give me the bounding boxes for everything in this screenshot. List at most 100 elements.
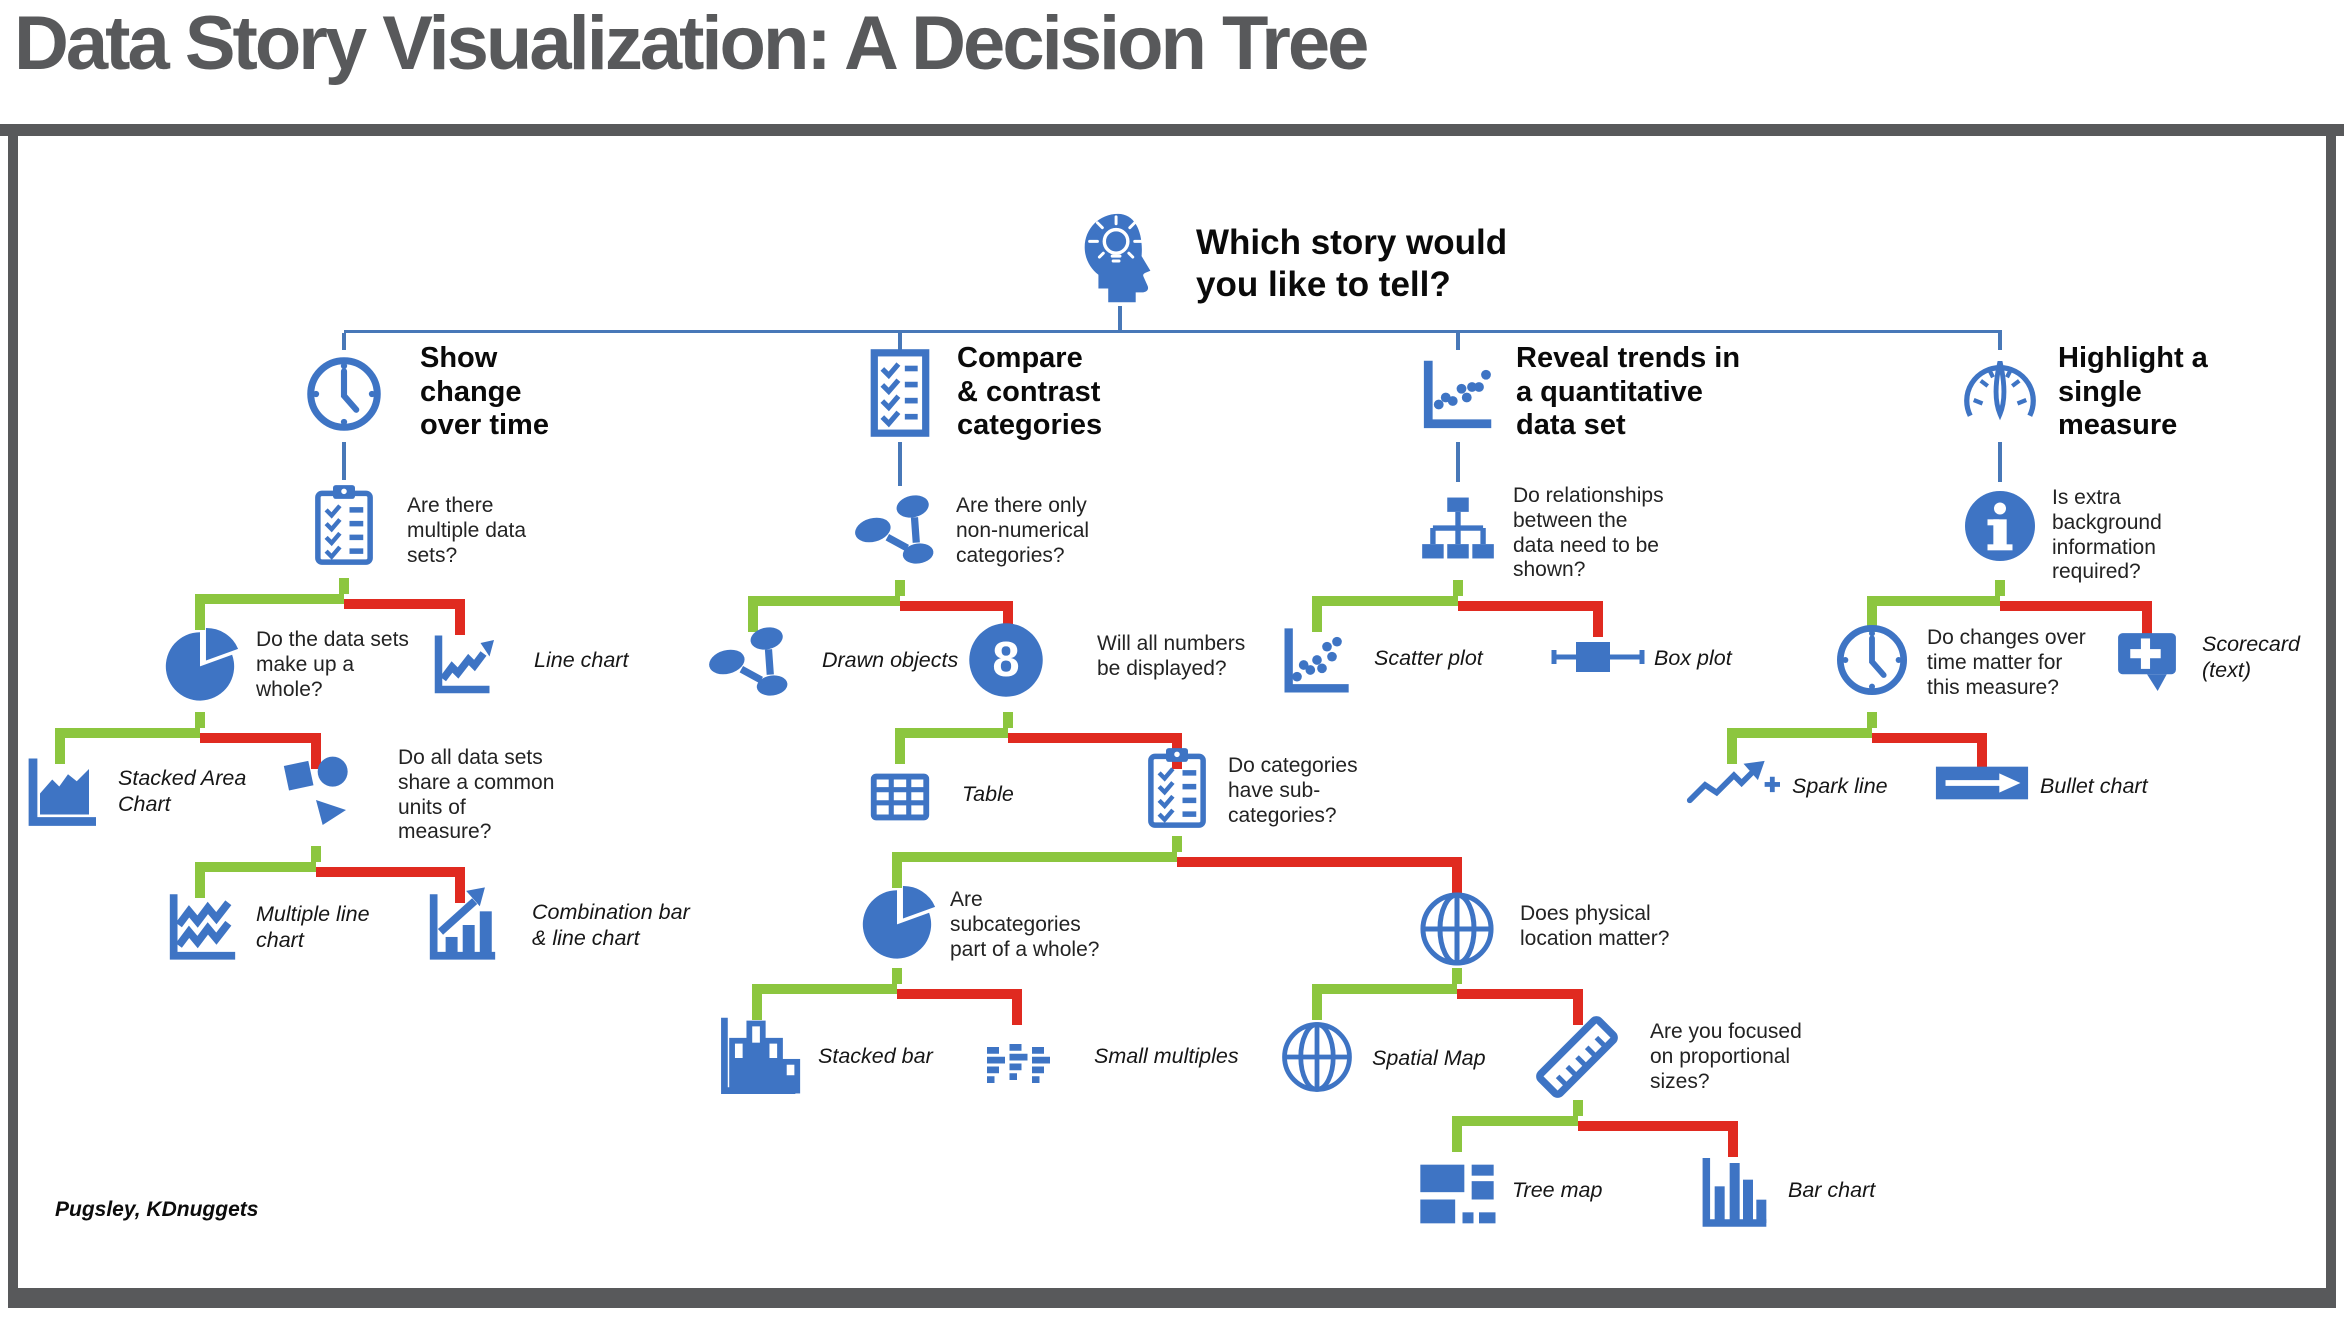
head-lightbulb-icon [1072, 210, 1168, 312]
yes-branch-bar [892, 852, 1177, 862]
no-branch-drop [455, 599, 465, 635]
q-numbers-displayed-label: Will all numbers be displayed? [1097, 632, 1246, 680]
no-branch-bar [897, 989, 1022, 999]
yes-branch-stub [1172, 836, 1182, 852]
org-chart-icon [1415, 488, 1501, 568]
no-branch-drop [311, 733, 321, 769]
no-branch-bar [344, 599, 465, 609]
yes-branch-bar [752, 984, 897, 994]
leaf-tree-map-label: Tree map [1512, 1178, 1603, 1202]
no-branch-drop [1452, 857, 1462, 893]
clipboard-checklist-icon [1144, 744, 1210, 832]
yes-branch-bar [748, 596, 900, 606]
scatter-trend-icon [1416, 352, 1500, 436]
clock-icon [1832, 620, 1912, 700]
leaf-bullet-chart-label: Bullet chart [2040, 774, 2148, 798]
line-chart-icon [425, 628, 497, 700]
connector-line [344, 330, 2002, 333]
connector-line [1998, 333, 2002, 350]
connector-line [342, 442, 346, 480]
globe-icon [1276, 1016, 1358, 1098]
multi-line-chart-icon [160, 884, 242, 966]
leaf-stacked-area-label: Stacked Area Chart [118, 766, 247, 816]
yes-branch-drop [748, 596, 758, 632]
yes-branch-stub [1995, 580, 2005, 596]
q-proportional-sizes-label: Are you focused on proportional sizes? [1650, 1020, 1802, 1093]
yes-branch-bar [1727, 728, 1872, 738]
connector-line [898, 333, 902, 350]
pie-chart-icon [856, 880, 938, 962]
pie-chart-icon [159, 622, 241, 704]
leaf-multiple-line-label: Multiple line chart [256, 902, 370, 952]
globe-icon [1414, 886, 1500, 972]
leaf-scorecard-label: Scorecard (text) [2202, 632, 2300, 682]
yes-branch-stub [892, 968, 902, 984]
yes-branch-drop [1867, 596, 1877, 632]
yes-branch-stub [1867, 712, 1877, 728]
table-grid-icon [856, 762, 944, 832]
yes-branch-stub [1573, 1100, 1583, 1116]
no-branch-bar [316, 867, 465, 877]
q-relationships-label: Do relationships between the data need t… [1513, 484, 1664, 582]
shapes-icon [276, 750, 356, 830]
yes-branch-drop [752, 984, 762, 1020]
no-branch-drop [1728, 1121, 1738, 1157]
drawn-objects-icon [852, 492, 948, 568]
no-branch-drop [2142, 601, 2152, 637]
yes-branch-bar [1867, 596, 2000, 606]
connector-line [342, 333, 346, 350]
leaf-spark-line-label: Spark line [1792, 774, 1888, 798]
yes-branch-drop [195, 594, 205, 630]
q-multiple-data-sets-label: Are there multiple data sets? [407, 494, 527, 567]
no-branch-bar [2000, 601, 2152, 611]
connector-line [1456, 333, 1460, 350]
connector-line [1456, 442, 1460, 482]
leaf-line-chart-label: Line chart [534, 648, 629, 672]
no-branch-bar [1578, 1121, 1738, 1131]
no-branch-bar [1008, 733, 1182, 743]
no-branch-bar [1458, 601, 1603, 611]
leaf-small-multiples-label: Small multiples [1094, 1044, 1239, 1068]
leaf-scatter-plot-label: Scatter plot [1374, 646, 1483, 670]
scorecard-icon [2110, 624, 2184, 694]
connector-line [898, 442, 902, 486]
q-common-units-label: Do all data sets share a common units of… [398, 746, 555, 844]
leaf-drawn-objects-label: Drawn objects [822, 648, 959, 672]
yes-branch-drop [55, 728, 65, 764]
page-title: Data Story Visualization: A Decision Tre… [14, 1, 1369, 86]
combo-chart-icon [420, 884, 502, 966]
root-label: Which story would you like to tell? [1196, 223, 1508, 304]
yes-branch-drop [1727, 728, 1737, 764]
leaf-bar-chart-label: Bar chart [1788, 1178, 1876, 1202]
no-branch-drop [1003, 601, 1013, 637]
yes-branch-stub [195, 712, 205, 728]
yes-branch-stub [1003, 712, 1013, 728]
svg-text:8: 8 [992, 633, 1019, 687]
connector-line [1998, 442, 2002, 482]
yes-branch-bar [1452, 1116, 1578, 1126]
yes-branch-stub [339, 578, 349, 594]
no-branch-drop [455, 867, 465, 903]
yes-branch-drop [892, 852, 902, 888]
leaf-combination-label: Combination bar & line chart [532, 900, 690, 950]
stacked-area-icon [19, 748, 103, 832]
q-make-up-whole-label: Do the data sets make up a whole? [256, 628, 409, 701]
q-extra-background-label: Is extra background information required… [2052, 486, 2162, 584]
stacked-bar-chart-icon [711, 1012, 803, 1104]
yes-branch-bar [1312, 596, 1458, 606]
yes-branch-drop [895, 728, 905, 764]
yes-branch-stub [1453, 580, 1463, 596]
q-subcats-whole-label: Are subcategories part of a whole? [950, 888, 1100, 961]
q-non-numerical-label: Are there only non-numerical categories? [956, 494, 1090, 567]
no-branch-bar [1457, 989, 1583, 999]
number-eight-circle-icon: 8 [964, 618, 1048, 702]
yes-branch-stub [1452, 968, 1462, 984]
no-branch-bar [900, 601, 1013, 611]
branch-compare-label: Compare & contrast categories [957, 342, 1103, 442]
yes-branch-drop [1312, 596, 1322, 632]
no-branch-bar [200, 733, 321, 743]
no-branch-drop [1012, 989, 1022, 1025]
ruler-icon [1530, 1010, 1624, 1104]
yes-branch-drop [1312, 984, 1322, 1020]
